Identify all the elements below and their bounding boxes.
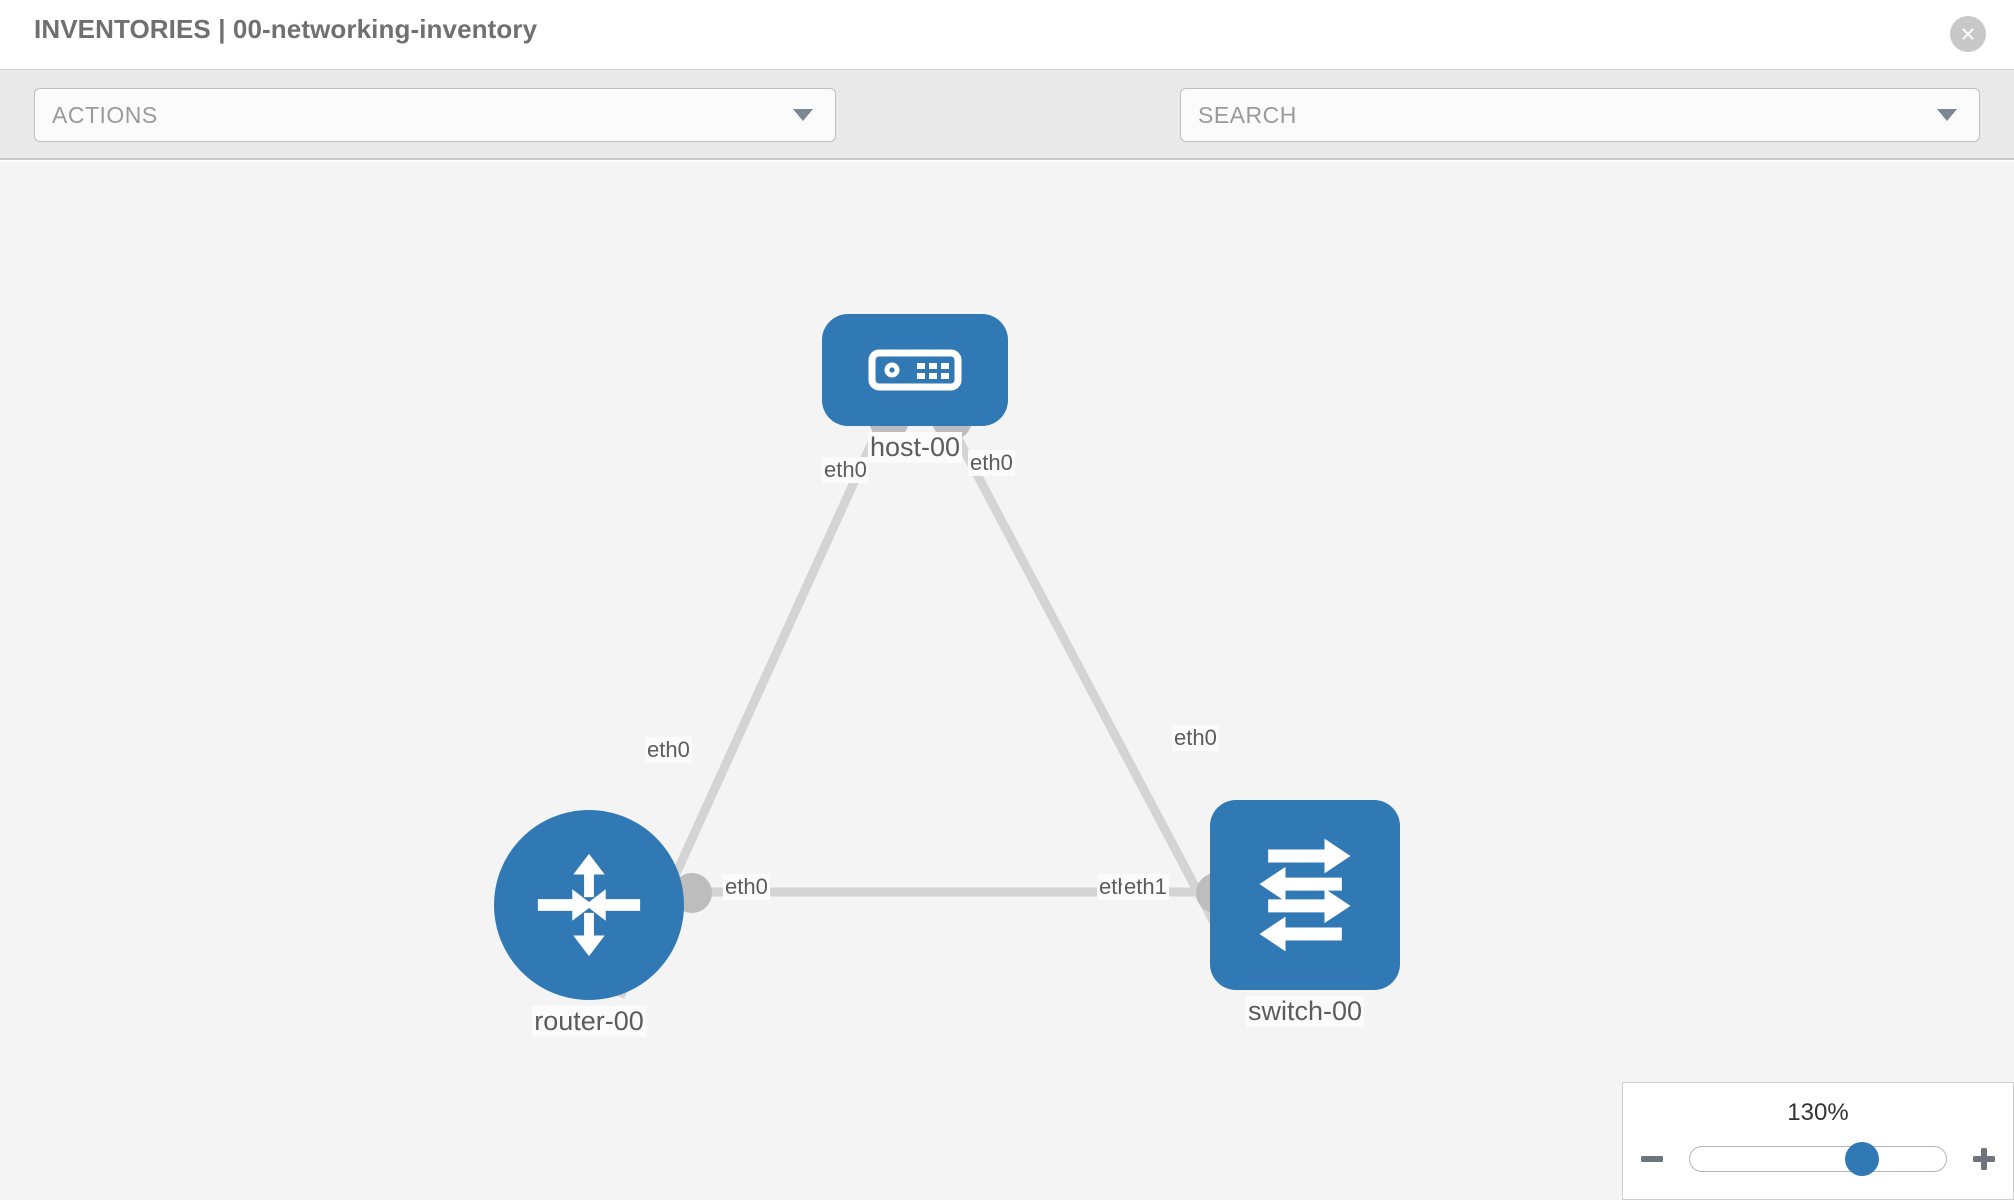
zoom-slider-thumb[interactable] xyxy=(1844,1142,1879,1176)
zoom-level-value: 130% xyxy=(1787,1099,1849,1126)
search-input[interactable]: SEARCH xyxy=(1180,88,1980,142)
zoom-slider[interactable] xyxy=(1689,1142,1947,1176)
page-header: INVENTORIES | 00-networking-inventory xyxy=(0,0,2014,70)
actions-dropdown-label: ACTIONS xyxy=(52,102,158,128)
node-host-00-shape[interactable] xyxy=(822,314,1008,426)
actions-dropdown[interactable]: ACTIONS xyxy=(34,88,836,142)
node-switch-00[interactable]: switch-00 xyxy=(1210,800,1400,1027)
zoom-slider-row xyxy=(1623,1139,2013,1179)
iface-label-host-right: eth0 xyxy=(968,450,1015,476)
router-arrows-icon xyxy=(537,853,641,957)
switch-arrows-icon xyxy=(1259,838,1351,952)
topology-canvas[interactable]: router-00 --> switch-00 --> switch-00 --… xyxy=(0,162,2014,1200)
chevron-down-icon[interactable] xyxy=(1937,109,1957,121)
minus-icon[interactable] xyxy=(1635,1142,1669,1176)
server-icon xyxy=(868,349,962,391)
node-switch-00-shape[interactable] xyxy=(1210,800,1400,990)
iface-label-switch-up: eth0 xyxy=(1172,725,1219,751)
node-host-00-label: host-00 xyxy=(867,432,963,463)
iface-label-router-up: eth0 xyxy=(645,737,692,763)
close-icon[interactable] xyxy=(1950,16,1986,52)
link-host-switch xyxy=(941,411,1239,965)
zoom-control-panel: 130% xyxy=(1622,1082,2014,1200)
iface-label-host-left: eth0 xyxy=(822,457,869,483)
toolbar: ACTIONS SEARCH xyxy=(0,70,2014,196)
node-router-00-label: router-00 xyxy=(532,1006,646,1037)
node-router-00-shape[interactable] xyxy=(494,810,684,1000)
node-router-00[interactable]: router-00 xyxy=(494,810,684,1037)
page-title: INVENTORIES | 00-networking-inventory xyxy=(34,14,538,44)
node-host-00[interactable]: host-00 xyxy=(822,314,1008,500)
chevron-down-icon xyxy=(793,109,813,121)
iface-label-switch-left-b: eth1 xyxy=(1122,874,1169,900)
node-switch-00-label: switch-00 xyxy=(1245,996,1365,1027)
search-placeholder: SEARCH xyxy=(1198,102,1297,128)
plus-icon[interactable] xyxy=(1967,1142,2001,1176)
iface-label-router-right: eth0 xyxy=(723,874,770,900)
